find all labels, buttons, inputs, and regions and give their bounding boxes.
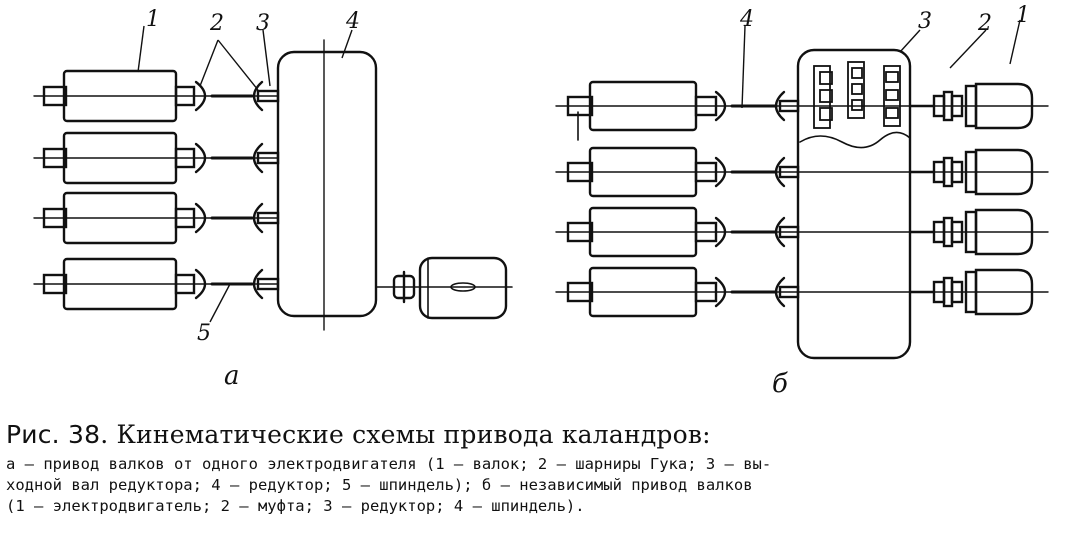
kinematic-diagram: 1 2 3 4 5 а 4 3 2 1 б <box>33 3 1049 399</box>
joint-left <box>714 276 727 308</box>
coupling-half-right <box>950 280 964 304</box>
label-b-motor: 1 <box>1016 3 1030 28</box>
roll-neck-right <box>174 207 196 229</box>
motor-a-key <box>450 282 476 292</box>
motor-body <box>974 148 1034 196</box>
roll-row-a-2 <box>33 131 280 185</box>
label-b-spindle: 4 <box>739 7 754 32</box>
motor-body <box>974 82 1034 130</box>
roll-neck-left <box>566 221 594 243</box>
roll-neck-right <box>694 95 718 117</box>
scheme-b <box>555 48 1049 360</box>
roll-neck-left <box>566 161 594 183</box>
caption-fig-number: 38 <box>67 420 101 449</box>
joint-left <box>714 216 727 248</box>
caption-fig-prefix: Рис. <box>6 420 60 449</box>
hooke-joint-left <box>194 202 207 234</box>
roll-neck-left <box>42 85 68 107</box>
roll-neck-left <box>42 207 68 229</box>
gear-stack-3 <box>883 65 901 127</box>
coupling-half-right <box>950 94 964 118</box>
gear-stack-2 <box>847 61 865 119</box>
gear-stack-1 <box>813 65 833 129</box>
roll-neck-right <box>694 161 718 183</box>
motor-a <box>418 256 508 320</box>
roll-neck-right <box>694 221 718 243</box>
hooke-joint-left <box>194 80 207 112</box>
roll-row-b-4 <box>555 266 1049 318</box>
label-a-reducer: 4 <box>345 9 360 34</box>
subfig-label-b: б <box>772 369 788 399</box>
subfig-label-a: а <box>224 361 240 391</box>
hooke-joint-left <box>194 268 207 300</box>
roll-neck-left <box>42 273 68 295</box>
motor-body <box>974 208 1034 256</box>
roll-row-b-2 <box>555 146 1049 198</box>
joint-left <box>714 156 727 188</box>
roll-row-b-1 <box>555 80 1049 132</box>
roll-neck-right <box>174 147 196 169</box>
caption-line-2: ходной вал редуктора; 4 — редуктор; 5 — … <box>6 476 753 494</box>
hooke-joint-right <box>252 268 264 300</box>
coupling-half-right <box>950 160 964 184</box>
figure-caption: Рис. 38. Кинематические схемы привода ка… <box>6 420 1078 517</box>
reducer-a <box>276 50 378 318</box>
hooke-joint-left <box>194 142 207 174</box>
caption-line-1: а — привод валков от одного электродвига… <box>6 455 772 473</box>
caption-title: Рис. 38. Кинематические схемы привода ка… <box>6 420 1078 450</box>
reducer-b <box>796 48 912 360</box>
caption-title-text: . Кинематические схемы привода каландров… <box>100 420 711 449</box>
roll-row-b-3 <box>555 206 1049 258</box>
label-a-output-shaft: 3 <box>256 11 270 36</box>
label-b-coupling: 2 <box>977 11 992 36</box>
coupling-half-right <box>950 220 964 244</box>
hooke-joint-right <box>252 80 264 112</box>
reducer-b-section-line <box>799 131 911 149</box>
roll-row-a-1 <box>33 69 280 123</box>
roll-neck-left <box>566 281 594 303</box>
label-a-hooke-joints: 2 <box>209 11 224 36</box>
hooke-joint-right <box>252 202 264 234</box>
roll-neck-left <box>42 147 68 169</box>
roll-neck-right <box>174 273 196 295</box>
roll-row-a-4 <box>33 257 280 311</box>
caption-body: а — привод валков от одного электродвига… <box>6 454 1078 517</box>
label-a-roll: 1 <box>146 7 160 32</box>
motor-body <box>974 268 1034 316</box>
scheme-a <box>33 39 513 331</box>
roll-row-a-3 <box>33 191 280 245</box>
caption-line-3: (1 — электродвигатель; 2 — муфта; 3 — ре… <box>6 497 585 515</box>
roll-neck-right <box>174 85 196 107</box>
label-a-spindle: 5 <box>197 321 211 346</box>
hooke-joint-right <box>252 142 264 174</box>
roll-neck-left <box>566 95 594 117</box>
roll-neck-right <box>694 281 718 303</box>
joint-left <box>714 90 727 122</box>
label-b-reducer: 3 <box>918 9 932 34</box>
